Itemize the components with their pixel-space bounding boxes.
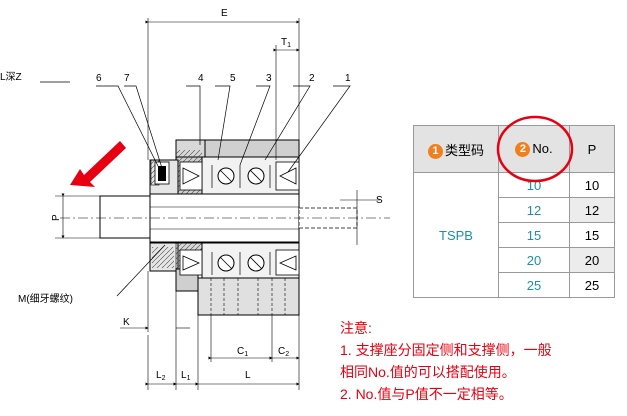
note-line-1: 1. 支撑座分固定侧和支撑侧，一般 bbox=[340, 342, 552, 358]
dim-label-k: K bbox=[123, 317, 130, 328]
bearings-lower bbox=[179, 242, 300, 279]
dim-label-c2: C2 bbox=[278, 346, 289, 358]
dimension-lines bbox=[55, 18, 380, 390]
red-arrow-icon bbox=[70, 141, 126, 187]
bearings-upper bbox=[179, 156, 300, 196]
dim-label-m: M(细牙螺纹) bbox=[18, 292, 73, 305]
dim-label-l1: L1 bbox=[181, 370, 191, 382]
badge-2-icon: 2 bbox=[515, 142, 531, 157]
part-label-4: 4 bbox=[198, 73, 204, 84]
note-line-2: 相同No.值的可以搭配使用。 bbox=[340, 364, 516, 380]
dim-label-lz: L深Z bbox=[0, 71, 22, 83]
type-code-cell: TSPB bbox=[413, 172, 499, 298]
no-cell[interactable]: 15 bbox=[498, 222, 570, 248]
dim-label-l: L bbox=[245, 370, 251, 381]
part-label-5: 5 bbox=[230, 73, 236, 84]
table-row: 12 12 bbox=[414, 197, 615, 223]
part-label-2: 2 bbox=[309, 73, 315, 84]
no-cell[interactable]: 25 bbox=[498, 272, 570, 298]
table-row: 15 15 bbox=[414, 222, 615, 248]
dim-label-p: P bbox=[51, 214, 62, 221]
dim-label-c1: C1 bbox=[237, 346, 248, 358]
dim-label-e: E bbox=[221, 8, 228, 19]
table-row: 25 25 bbox=[414, 272, 615, 298]
part-label-1: 1 bbox=[345, 73, 351, 84]
p-cell: 10 bbox=[569, 172, 615, 198]
no-cell[interactable]: 10 bbox=[498, 172, 570, 198]
badge-1-icon: 1 bbox=[427, 143, 443, 159]
table-row: TSPB 10 10 bbox=[413, 172, 615, 298]
no-cell[interactable]: 20 bbox=[498, 247, 570, 273]
note-line-3: 2. No.值与P值不一定相等。 bbox=[340, 386, 513, 402]
dim-label-t1: T1 bbox=[281, 37, 291, 49]
dim-label-l2: L2 bbox=[156, 370, 166, 382]
part-label-7: 7 bbox=[124, 73, 130, 84]
p-cell: 20 bbox=[569, 247, 615, 273]
p-cell: 25 bbox=[569, 272, 615, 298]
part-label-3: 3 bbox=[266, 73, 272, 84]
table-row: 20 20 bbox=[414, 247, 615, 273]
leader-lines bbox=[40, 81, 351, 297]
part-label-6: 6 bbox=[96, 73, 102, 84]
shaft bbox=[60, 193, 390, 243]
p-cell: 12 bbox=[569, 197, 615, 223]
p-cell: 15 bbox=[569, 222, 615, 248]
note-title: 注意: bbox=[340, 320, 372, 336]
header-p: P bbox=[569, 125, 615, 173]
no-cell[interactable]: 12 bbox=[498, 197, 570, 223]
dim-label-s: S bbox=[376, 195, 383, 206]
